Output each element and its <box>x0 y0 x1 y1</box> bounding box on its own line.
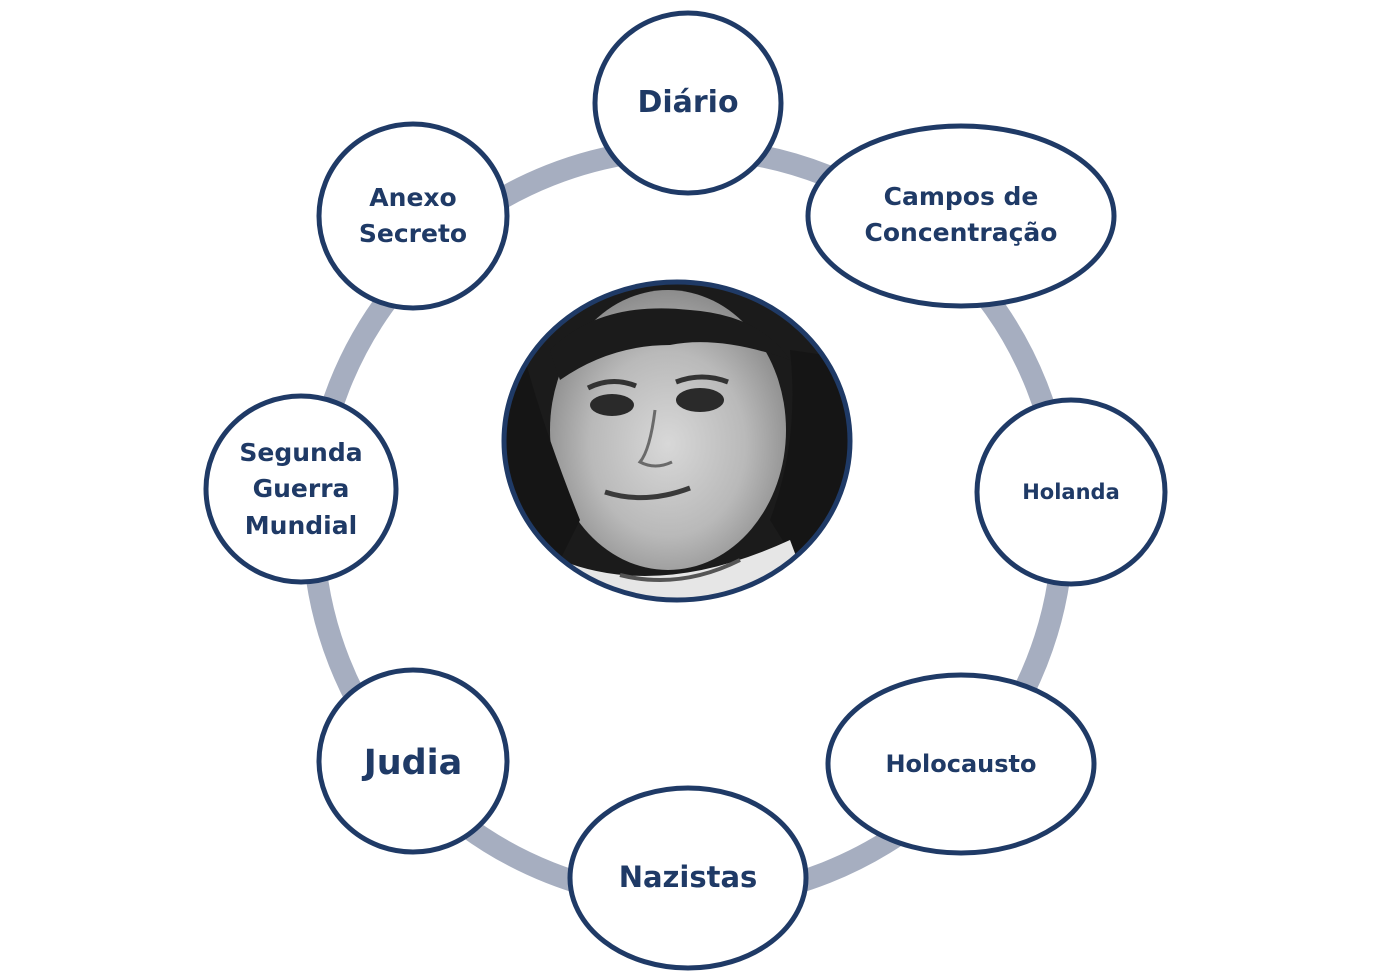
node-diario-label: Diário <box>637 85 738 120</box>
node-campos-label-line-1: Campos de <box>884 182 1039 211</box>
node-nazistas: Nazistas <box>567 785 809 971</box>
node-segunda-guerra-label-line-2: Guerra <box>253 474 350 503</box>
center-portrait <box>501 279 853 603</box>
node-holocausto-label: Holocausto <box>885 750 1036 778</box>
node-segunda-guerra-label-line-1: Segunda <box>239 438 362 467</box>
node-campos-de-concentracao: Campos de Concentração <box>805 123 1117 309</box>
node-anexo-secreto: Anexo Secreto <box>316 121 510 311</box>
node-nazistas-label: Nazistas <box>619 860 758 894</box>
node-judia: Judia <box>316 667 510 855</box>
node-campos-label-line-2: Concentração <box>865 218 1058 247</box>
node-segunda-guerra-mundial: Segunda Guerra Mundial <box>203 393 399 585</box>
node-holanda: Holanda <box>974 397 1168 587</box>
node-anexo-label-line-1: Anexo <box>369 183 456 212</box>
node-holanda-label: Holanda <box>1022 480 1120 504</box>
node-segunda-guerra-label-line-3: Mundial <box>245 511 357 540</box>
node-holocausto: Holocausto <box>825 672 1097 856</box>
node-diario: Diário <box>592 10 784 196</box>
node-judia-label: Judia <box>362 743 463 783</box>
node-anexo-label-line-2: Secreto <box>359 219 467 248</box>
